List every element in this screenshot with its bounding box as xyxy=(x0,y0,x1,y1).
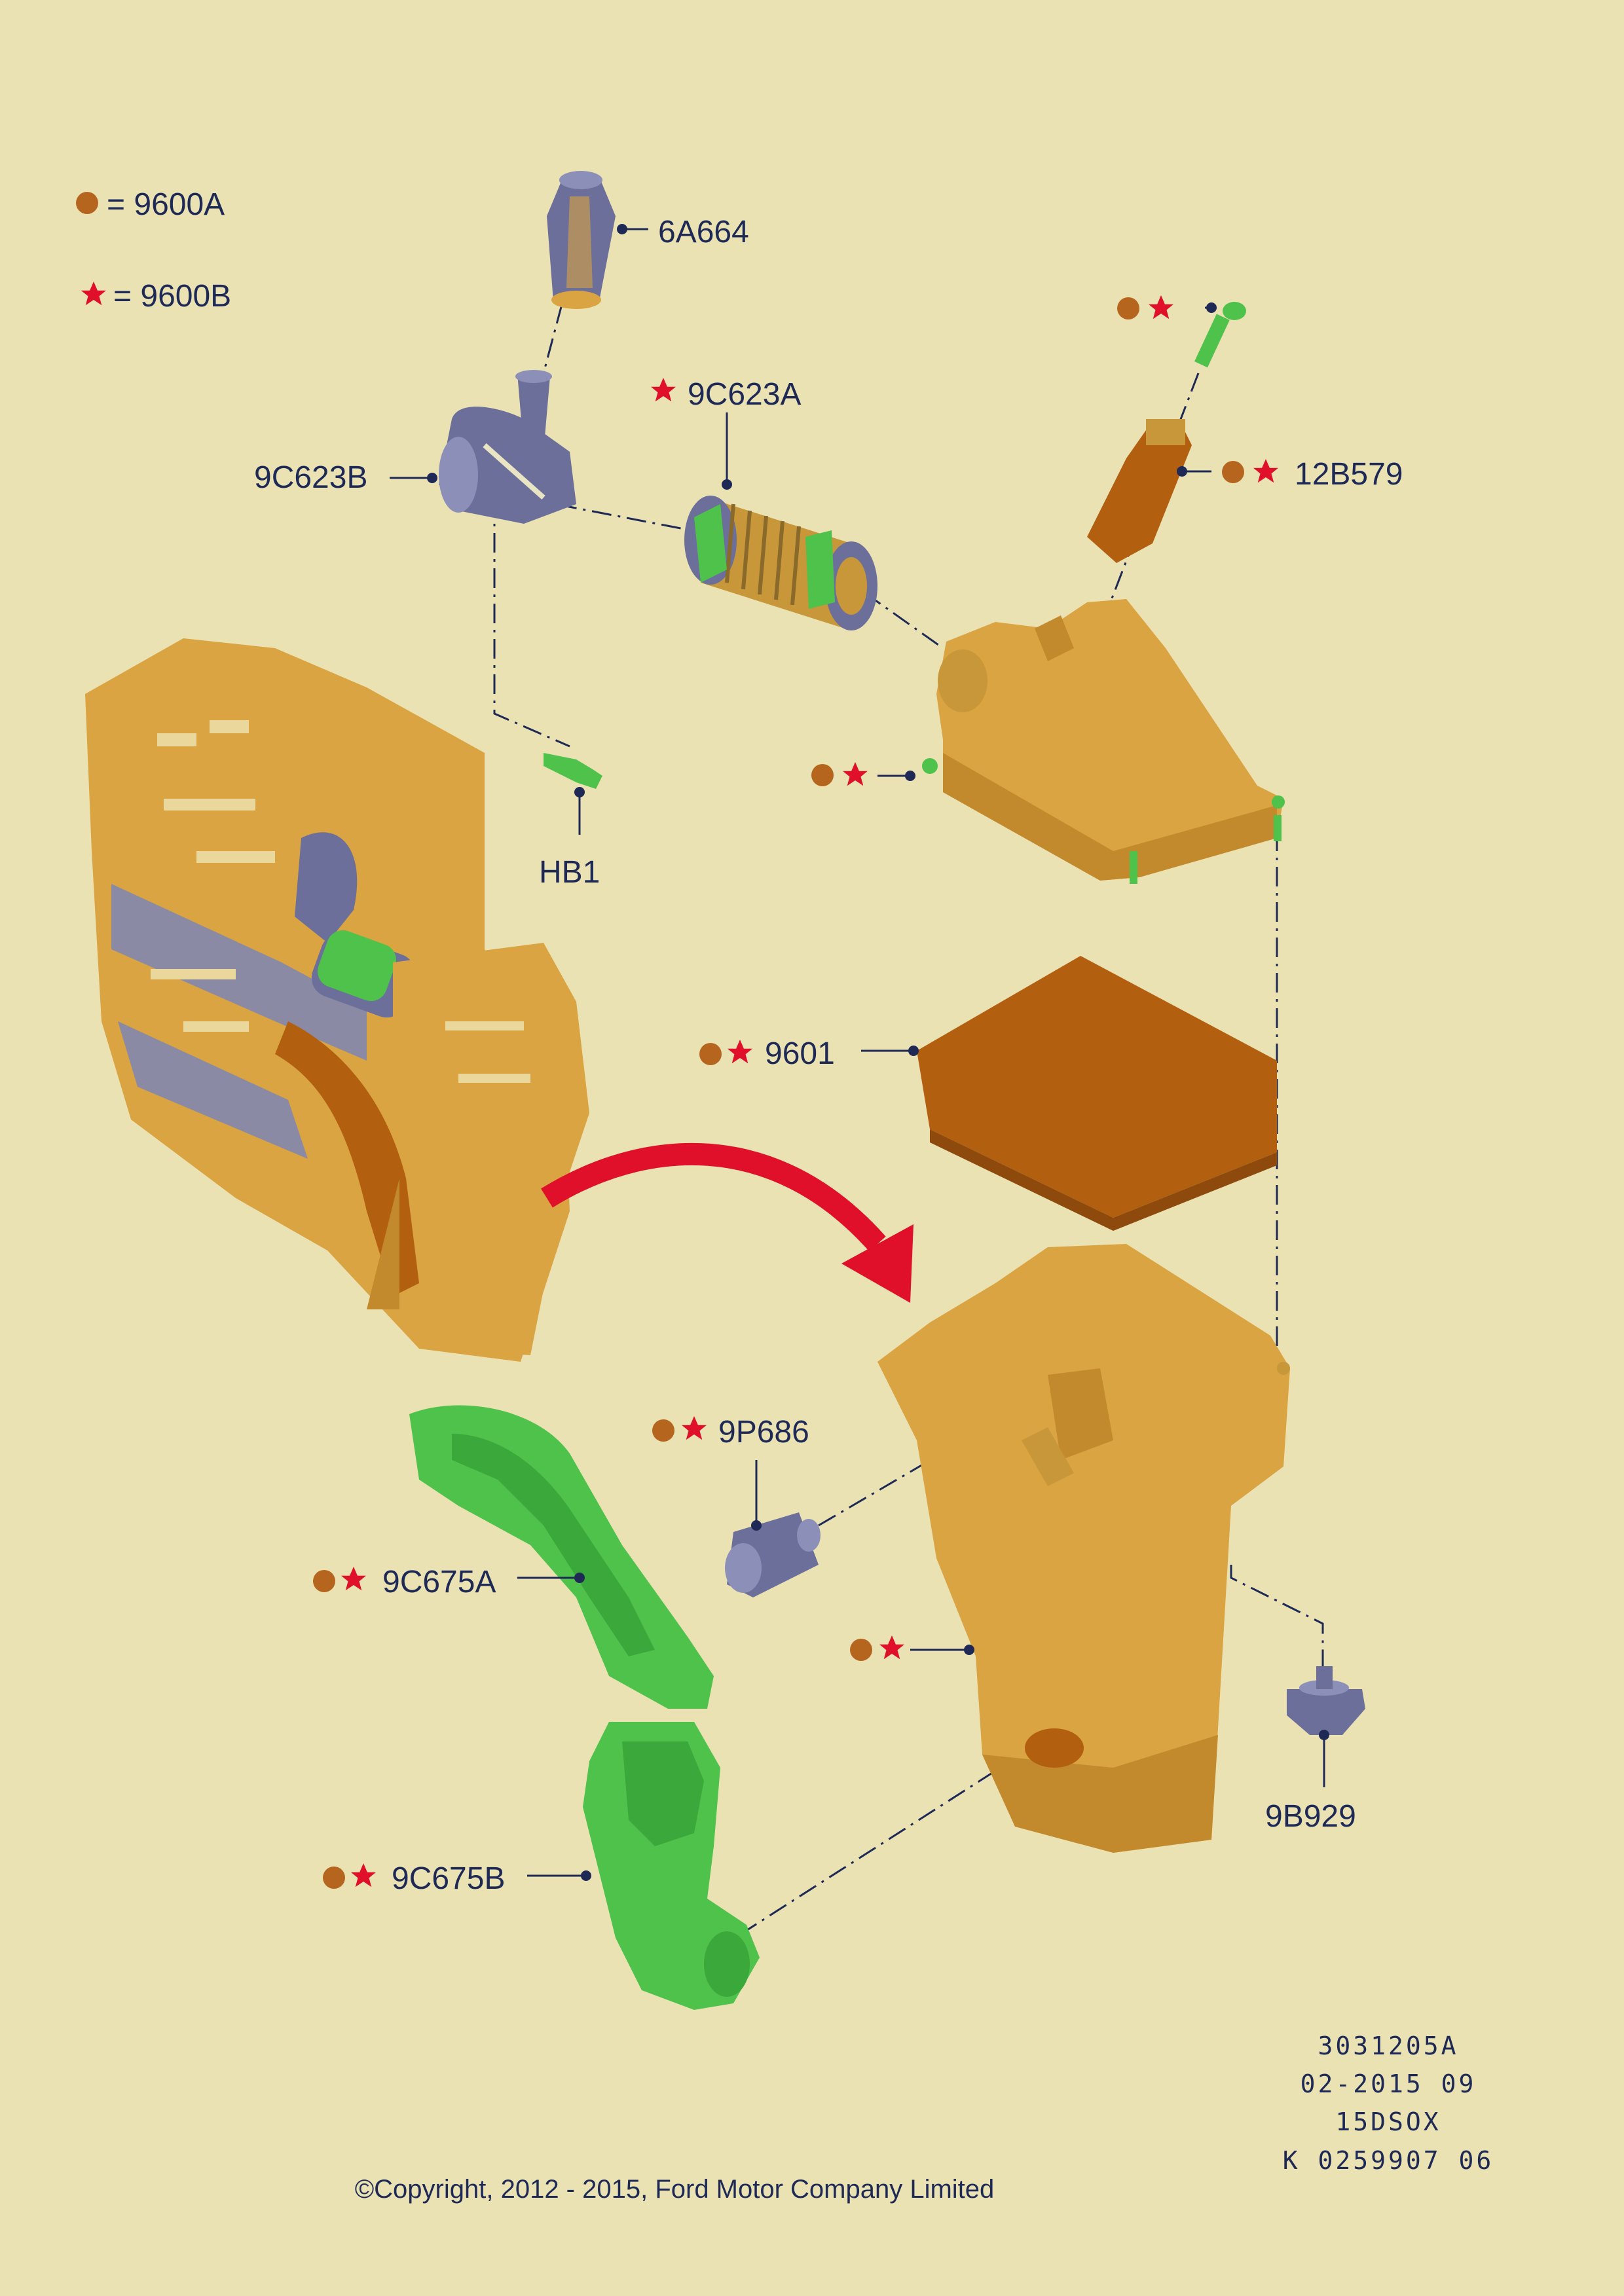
star-icon xyxy=(728,1040,752,1064)
label-6a664: 6A664 xyxy=(658,215,749,249)
engine-illustration xyxy=(85,638,589,1362)
duct-9c675b xyxy=(583,1722,760,2010)
code-line-3: 15DSOX xyxy=(1335,2107,1441,2136)
star-icon xyxy=(879,1635,904,1660)
circle-icon xyxy=(652,1419,674,1442)
code-line-4: K 0259907 06 xyxy=(1283,2146,1494,2175)
circle-icon xyxy=(1117,297,1139,319)
legend-star-icon xyxy=(81,282,106,306)
label-9c675a: 9C675A xyxy=(382,1565,496,1599)
filter-element-9601 xyxy=(917,956,1277,1231)
label-hb1: HB1 xyxy=(539,855,600,890)
elbow-9c623b xyxy=(439,370,576,524)
label-9b929: 9B929 xyxy=(1265,1799,1356,1834)
sensor-12b579 xyxy=(1087,419,1192,563)
label-9c623a: 9C623A xyxy=(688,377,801,412)
legend-circle-icon xyxy=(76,192,98,214)
airbox-lower xyxy=(877,1244,1290,1853)
grommet-9b929 xyxy=(1287,1666,1365,1735)
star-icon xyxy=(1253,459,1278,483)
airbox-cover xyxy=(922,599,1285,884)
code-line-2: 02-2015 09 xyxy=(1301,2069,1477,2098)
code-line-1: 3031205A xyxy=(1318,2032,1458,2060)
label-9601: 9601 xyxy=(765,1036,835,1071)
star-icon xyxy=(341,1567,366,1591)
circle-icon xyxy=(323,1867,345,1889)
legend: = 9600A = 9600B xyxy=(76,187,231,314)
label-9p686: 9P686 xyxy=(718,1415,809,1449)
star-icon xyxy=(682,1416,707,1440)
star-icon xyxy=(651,378,676,402)
callout-leaders xyxy=(390,224,1329,1881)
label-12b579: 12B579 xyxy=(1295,457,1403,492)
legend-circle-text: = 9600A xyxy=(107,187,225,222)
circle-icon xyxy=(811,764,834,786)
label-9c623b: 9C623B xyxy=(254,460,367,495)
star-icon xyxy=(1149,295,1173,319)
bellows-9c623a xyxy=(684,496,877,630)
reference-codes: 3031205A 02-2015 09 15DSOX K 0259907 06 xyxy=(1283,2032,1494,2175)
circle-icon xyxy=(1222,461,1244,483)
copyright: ©Copyright, 2012 - 2015, Ford Motor Comp… xyxy=(355,2175,995,2204)
label-9c675b: 9C675B xyxy=(392,1861,505,1896)
hose-6a664 xyxy=(547,171,616,309)
star-icon xyxy=(351,1863,376,1887)
circle-icon xyxy=(313,1570,335,1592)
direction-arrow xyxy=(541,1142,913,1303)
circle-icon xyxy=(850,1639,872,1661)
valve-9p686 xyxy=(725,1512,821,1597)
duct-9c675a xyxy=(409,1405,714,1709)
star-icon xyxy=(843,762,868,786)
part-labels: 6A664 9C623B 9C623A 12B579 HB1 9601 9P68… xyxy=(254,215,1403,1896)
bolt-upper xyxy=(1194,302,1246,368)
circle-icon xyxy=(699,1043,722,1065)
bolt-hb1 xyxy=(544,753,602,789)
legend-star-text: = 9600B xyxy=(113,279,231,314)
